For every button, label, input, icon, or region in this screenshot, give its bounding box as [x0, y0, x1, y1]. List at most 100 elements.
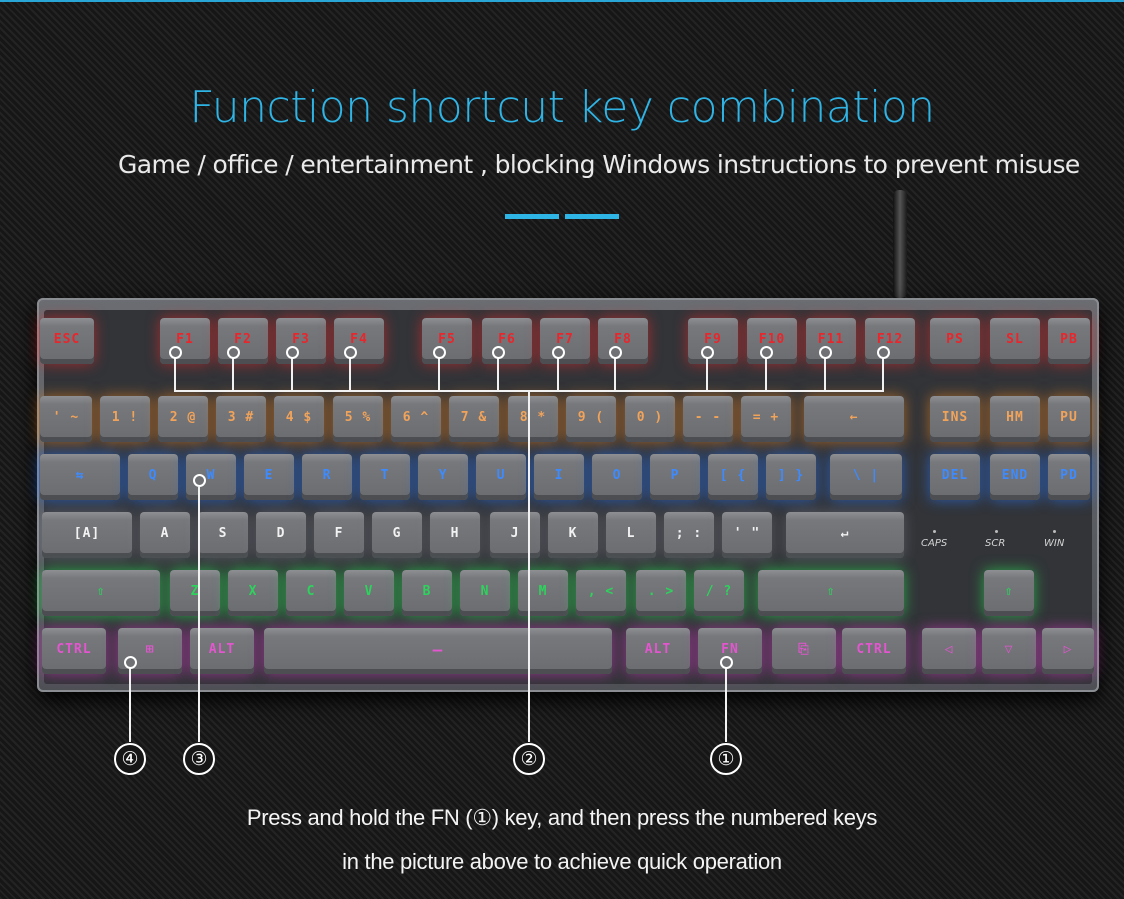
qwerty-row-key[interactable]: \ |	[830, 454, 902, 500]
number-row-key[interactable]: = +	[741, 396, 791, 442]
shift-row-key[interactable]: C	[286, 570, 336, 616]
number-row-key[interactable]: 7 &	[449, 396, 499, 442]
function-row-key[interactable]: ESC	[40, 318, 94, 364]
shift-row-key[interactable]: / ?	[694, 570, 744, 616]
callout-4: ④	[114, 743, 146, 775]
callout-tick	[291, 358, 293, 391]
function-row-key[interactable]: F6	[482, 318, 532, 364]
shift-row-key[interactable]: N	[460, 570, 510, 616]
home-row-key[interactable]: F	[314, 512, 364, 558]
callout-tick	[882, 358, 884, 391]
qwerty-row-key[interactable]: Y	[418, 454, 468, 500]
function-row-key[interactable]: F2	[218, 318, 268, 364]
shift-row-key[interactable]: B	[402, 570, 452, 616]
bottom-row-key[interactable]: —	[264, 628, 612, 674]
callout-dot	[552, 346, 565, 359]
shift-row-key[interactable]: Z	[170, 570, 220, 616]
shift-row-key[interactable]: ⇧	[42, 570, 160, 616]
shift-row-key[interactable]: ⇧	[984, 570, 1034, 616]
number-row-key[interactable]: ' ~	[40, 396, 92, 442]
home-row-key[interactable]: A	[140, 512, 190, 558]
function-row-key[interactable]: F3	[276, 318, 326, 364]
bottom-row-key[interactable]: ALT	[626, 628, 690, 674]
function-row-key[interactable]: F5	[422, 318, 472, 364]
function-row-key[interactable]: F11	[806, 318, 856, 364]
home-row-key[interactable]: [A]	[42, 512, 132, 558]
qwerty-row-key[interactable]: END	[990, 454, 1040, 500]
home-row-key[interactable]: H	[430, 512, 480, 558]
shift-row-key[interactable]: , <	[576, 570, 626, 616]
function-row-key[interactable]: F12	[865, 318, 915, 364]
qwerty-row-key[interactable]: E	[244, 454, 294, 500]
home-row-key[interactable]: K	[548, 512, 598, 558]
number-row-key[interactable]: 9 (	[566, 396, 616, 442]
qwerty-row-key[interactable]: I	[534, 454, 584, 500]
callout-dot	[701, 346, 714, 359]
qwerty-row-key[interactable]: Q	[128, 454, 178, 500]
bottom-row-key[interactable]: ALT	[190, 628, 254, 674]
number-row-key[interactable]: 6 ^	[391, 396, 441, 442]
qwerty-row-key[interactable]: U	[476, 454, 526, 500]
shift-row-key[interactable]: V	[344, 570, 394, 616]
function-row-key[interactable]: F9	[688, 318, 738, 364]
number-row-key[interactable]: HM	[990, 396, 1040, 442]
number-row-key[interactable]: INS	[930, 396, 980, 442]
top-accent-line	[0, 0, 1124, 2]
callout-dot	[720, 656, 733, 669]
callout-tick	[706, 358, 708, 391]
bottom-row-key[interactable]: ◁	[922, 628, 976, 674]
function-row-key[interactable]: F10	[747, 318, 797, 364]
shift-row-key[interactable]: . >	[636, 570, 686, 616]
callout-3: ③	[183, 743, 215, 775]
callout-line-3	[198, 487, 200, 742]
bottom-row-key[interactable]: ▽	[982, 628, 1036, 674]
function-row-key[interactable]: F7	[540, 318, 590, 364]
shift-row-key[interactable]: X	[228, 570, 278, 616]
function-row-key[interactable]: SL	[990, 318, 1040, 364]
home-row-key[interactable]: G	[372, 512, 422, 558]
home-row-key[interactable]: D	[256, 512, 306, 558]
qwerty-row-key[interactable]: ] }	[766, 454, 816, 500]
function-row-key[interactable]: F4	[334, 318, 384, 364]
instruction-line-2: in the picture above to achieve quick op…	[342, 849, 782, 874]
function-row-key[interactable]: F1	[160, 318, 210, 364]
home-row-key[interactable]: ' "	[722, 512, 772, 558]
home-row-key[interactable]: ; :	[664, 512, 714, 558]
function-row-key[interactable]: F8	[598, 318, 648, 364]
home-row-key[interactable]: J	[490, 512, 540, 558]
qwerty-row-key[interactable]: [ {	[708, 454, 758, 500]
callout-dot	[760, 346, 773, 359]
number-row-key[interactable]: - -	[683, 396, 733, 442]
qwerty-row-key[interactable]: R	[302, 454, 352, 500]
qwerty-row-key[interactable]: PD	[1048, 454, 1090, 500]
win-led	[1053, 530, 1056, 533]
function-row-key[interactable]: PB	[1048, 318, 1090, 364]
shift-row-key[interactable]: ⇧	[758, 570, 904, 616]
number-row-key[interactable]: 2 @	[158, 396, 208, 442]
callout-dot	[193, 474, 206, 487]
bottom-row-key[interactable]: ▷	[1042, 628, 1094, 674]
callout-tick	[438, 358, 440, 391]
number-row-key[interactable]: 5 %	[333, 396, 383, 442]
bottom-row-key[interactable]: CTRL	[42, 628, 106, 674]
qwerty-row-key[interactable]: ⇆	[40, 454, 120, 500]
qwerty-row-key[interactable]: DEL	[930, 454, 980, 500]
qwerty-row-key[interactable]: P	[650, 454, 700, 500]
shift-row-key[interactable]: M	[518, 570, 568, 616]
qwerty-row-key[interactable]: T	[360, 454, 410, 500]
scr-indicator-label: SCR	[985, 538, 1006, 549]
function-row-key[interactable]: PS	[930, 318, 980, 364]
bottom-row-key[interactable]: CTRL	[842, 628, 906, 674]
number-row-key[interactable]: 4 $	[274, 396, 324, 442]
number-row-key[interactable]: 1 !	[100, 396, 150, 442]
number-row-key[interactable]: 3 #	[216, 396, 266, 442]
number-row-key[interactable]: ←	[804, 396, 904, 442]
home-row-key[interactable]: ↵	[786, 512, 904, 558]
qwerty-row-key[interactable]: O	[592, 454, 642, 500]
number-row-key[interactable]: 0 )	[625, 396, 675, 442]
home-row-key[interactable]: L	[606, 512, 656, 558]
number-row-key[interactable]: 8 *	[508, 396, 558, 442]
number-row-key[interactable]: PU	[1048, 396, 1090, 442]
bottom-row-key[interactable]: ⎘	[772, 628, 836, 674]
home-row-key[interactable]: S	[198, 512, 248, 558]
